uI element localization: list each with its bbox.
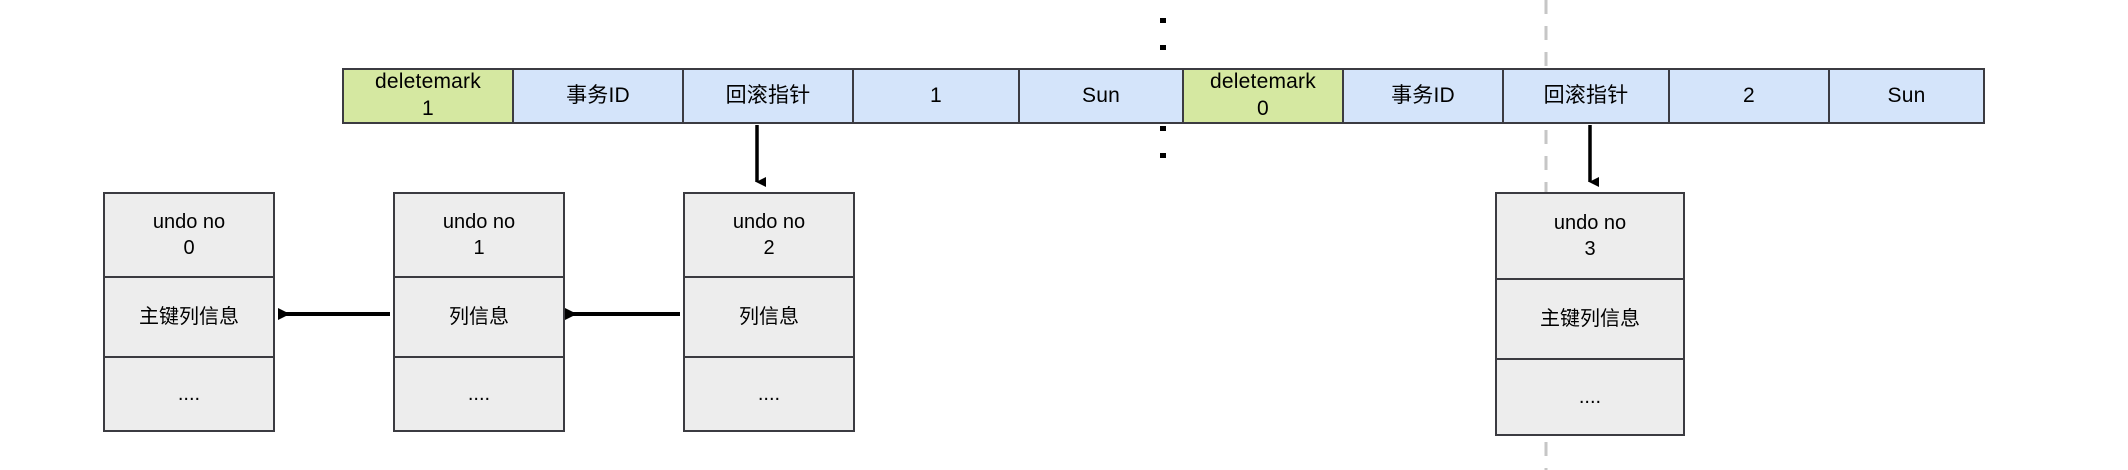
record-cell-rollback-pointer-2[interactable]: 回滚指针 — [1504, 70, 1670, 122]
undo-header: undo no 2 — [685, 194, 853, 278]
undo-footer-label: .... — [757, 383, 781, 405]
undo-header-value: 1 — [473, 237, 485, 259]
undo-middle: 主键列信息 — [105, 278, 273, 358]
undo-log-box-3[interactable]: undo no 3 主键列信息 .... — [1495, 192, 1685, 436]
record-cell-col-sun-1[interactable]: Sun — [1020, 70, 1184, 122]
undo-header-label: undo no — [152, 211, 226, 233]
record-cell-label: 2 — [1743, 83, 1755, 107]
record-cell-trx-id-1[interactable]: 事务ID — [514, 70, 684, 122]
undo-middle-label: 列信息 — [739, 306, 799, 328]
undo-header-value: 2 — [763, 237, 775, 259]
undo-middle-label: 主键列信息 — [1540, 308, 1640, 330]
record-cell-deletemark-2[interactable]: deletemark 0 — [1184, 70, 1344, 122]
undo-middle-label: 列信息 — [449, 306, 509, 328]
undo-header-value: 0 — [183, 237, 195, 259]
record-cell-deletemark-1[interactable]: deletemark 1 — [344, 70, 514, 122]
undo-log-box-0[interactable]: undo no 0 主键列信息 .... — [103, 192, 275, 432]
undo-middle: 列信息 — [685, 278, 853, 358]
undo-footer: .... — [395, 358, 563, 430]
record-cell-label: deletemark — [375, 70, 481, 94]
undo-header: undo no 1 — [395, 194, 563, 278]
undo-middle: 主键列信息 — [1497, 280, 1683, 360]
record-cell-label: Sun — [1887, 83, 1926, 107]
undo-footer: .... — [1497, 360, 1683, 434]
record-cell-label: Sun — [1082, 83, 1120, 107]
undo-middle: 列信息 — [395, 278, 563, 358]
record-cell-label: deletemark — [1210, 70, 1316, 94]
undo-header-label: undo no — [732, 211, 806, 233]
undo-log-box-1[interactable]: undo no 1 列信息 .... — [393, 192, 565, 432]
record-cell-value: 0 — [1257, 97, 1269, 120]
record-cell-trx-id-2[interactable]: 事务ID — [1344, 70, 1504, 122]
record-cell-col-sun-2[interactable]: Sun — [1830, 70, 1983, 122]
undo-footer: .... — [685, 358, 853, 430]
record-cell-label: 1 — [930, 83, 942, 107]
record-cell-label: 回滚指针 — [725, 83, 811, 107]
record-row: deletemark 1 事务ID 回滚指针 1 Sun deletemark … — [342, 68, 1985, 124]
record-cell-label: 事务ID — [1391, 83, 1455, 107]
undo-header-label: undo no — [442, 211, 516, 233]
undo-footer-label: .... — [1578, 386, 1602, 408]
record-cell-rollback-pointer-1[interactable]: 回滚指针 — [684, 70, 854, 122]
record-cell-label: 事务ID — [566, 83, 630, 107]
undo-header: undo no 3 — [1497, 194, 1683, 280]
undo-footer: .... — [105, 358, 273, 430]
undo-header-value: 3 — [1584, 238, 1596, 260]
undo-middle-label: 主键列信息 — [139, 306, 239, 328]
undo-footer-label: .... — [177, 383, 201, 405]
undo-header: undo no 0 — [105, 194, 273, 278]
undo-footer-label: .... — [467, 383, 491, 405]
record-cell-col-1[interactable]: 1 — [854, 70, 1020, 122]
undo-header-label: undo no — [1553, 212, 1627, 234]
record-cell-col-2[interactable]: 2 — [1670, 70, 1830, 122]
record-cell-label: 回滚指针 — [1543, 83, 1629, 107]
record-cell-value: 1 — [422, 97, 434, 120]
undo-log-box-2[interactable]: undo no 2 列信息 .... — [683, 192, 855, 432]
